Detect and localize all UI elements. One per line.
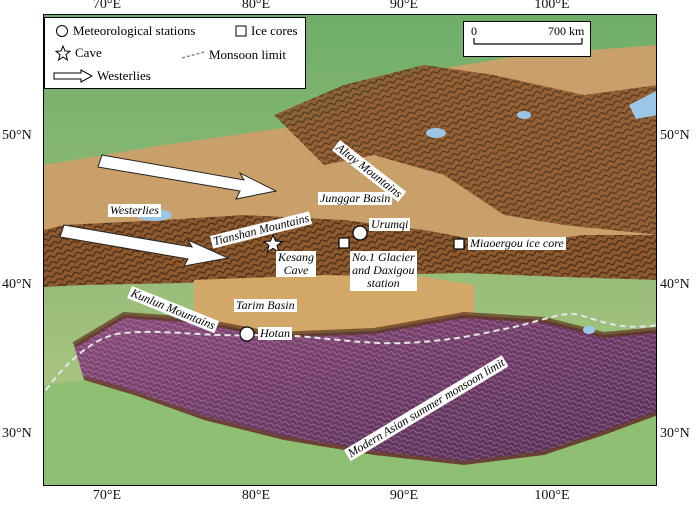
label-tarim-basin: Tarim Basin <box>234 298 297 313</box>
label-kesang-cave: Kesang Cave <box>276 250 316 278</box>
top-axis-label-90: 90°E <box>389 0 419 12</box>
label-no1-glacier: No.1 Glacier and Daxigou station <box>350 250 417 291</box>
left-axis-label-40: 40°N <box>2 277 32 292</box>
altay-terrain <box>274 65 656 235</box>
station-hotan <box>239 326 255 342</box>
ice-core-miaoergou <box>453 238 465 250</box>
bottom-axis-label-80: 80°E <box>241 488 271 503</box>
ice-core-no1-glacier <box>338 237 350 249</box>
legend-stations-label: Meteorological stations <box>73 23 196 38</box>
label-glacier-line-1: No.1 Glacier <box>352 250 415 264</box>
label-hotan: Hotan <box>258 326 292 341</box>
scale-bar: 0 700 km <box>463 21 591 57</box>
scale-distance-label: 700 km <box>548 24 585 38</box>
legend-cave: Cave <box>55 45 102 61</box>
top-axis-label-100: 100°E <box>534 0 570 12</box>
westerlies-arrow-lower <box>59 224 230 267</box>
scale-bar-line <box>473 38 583 45</box>
circle-icon <box>56 25 68 37</box>
right-axis-label-30: 30°N <box>660 426 690 441</box>
lake-north-2 <box>517 111 531 119</box>
legend-monsoon: Monsoon limit <box>181 47 286 63</box>
label-kesang-line-1: Kesang <box>278 250 314 264</box>
scale-zero-label: 0 <box>471 24 477 38</box>
label-urumqi: Urumqi <box>369 217 411 232</box>
label-miaoergou: Miaoergou ice core <box>468 236 566 251</box>
legend-ice-cores: Ice cores <box>235 23 298 39</box>
right-axis-label-40: 40°N <box>660 277 690 292</box>
lake-qinghai <box>583 326 595 334</box>
top-axis-label-70: 70°E <box>92 0 122 12</box>
bottom-axis-label-70: 70°E <box>92 488 122 503</box>
legend-ice-cores-label: Ice cores <box>251 23 298 38</box>
legend-cave-label: Cave <box>75 45 102 60</box>
legend-westerlies: Westerlies <box>53 68 151 84</box>
map-legend: Meteorological stations Ice cores Cave M… <box>44 17 306 89</box>
label-westerlies: Westerlies <box>108 203 161 218</box>
legend-monsoon-label: Monsoon limit <box>209 47 286 62</box>
label-glacier-line-3: station <box>367 276 400 291</box>
lake-north-1 <box>426 128 446 138</box>
label-junggar-basin: Junggar Basin <box>318 191 393 206</box>
star-icon <box>55 45 71 61</box>
lake-baikal <box>629 91 656 119</box>
label-glacier-line-2: and Daxigou <box>352 263 415 278</box>
label-kesang-line-2: Cave <box>283 263 309 278</box>
left-axis-label-30: 30°N <box>2 426 32 441</box>
right-axis-label-50: 50°N <box>660 128 690 143</box>
legend-westerlies-label: Westerlies <box>97 68 151 83</box>
station-urumqi <box>352 225 368 241</box>
bottom-axis-label-90: 90°E <box>389 488 419 503</box>
plateau-texture <box>74 315 656 465</box>
southern-lowlands <box>44 380 656 485</box>
cave-kesang <box>262 233 284 254</box>
bottom-axis-label-100: 100°E <box>534 488 570 503</box>
legend-stations: Meteorological stations <box>55 23 195 39</box>
left-axis-label-50: 50°N <box>2 128 32 143</box>
top-axis-label-80: 80°E <box>241 0 271 12</box>
square-icon <box>235 25 247 37</box>
arrow-icon <box>53 69 93 83</box>
westerlies-arrow-upper <box>97 154 278 200</box>
dashed-line-icon <box>181 51 205 59</box>
